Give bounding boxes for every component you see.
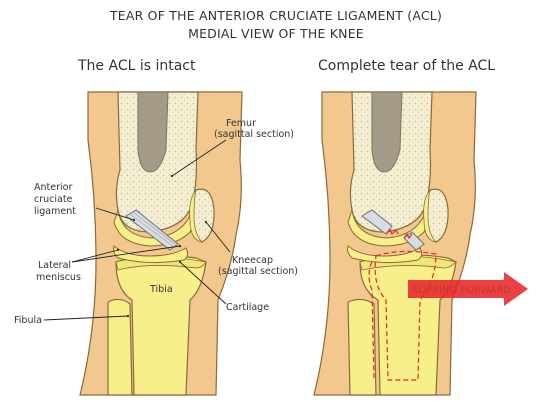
right-knee [313,91,477,396]
label-acl-2: cruciate [34,194,73,205]
right-acl-stump-upper [361,209,393,235]
label-meniscus-2: meniscus [36,272,81,283]
label-femur: Femur [226,118,256,129]
diagram-title-line-1: TEAR OF THE ANTERIOR CRUCIATE LIGAMENT (… [109,8,443,23]
left-kneecap-cartilage [189,189,204,243]
label-slipping-forward: SLIPPING FORWARD [412,285,511,296]
slipping-forward-arrow: SLIPPING FORWARD [408,272,528,306]
label-cartilage: Cartilage [226,302,269,313]
tear-mark-icon [385,228,413,240]
label-fibula: Fibula [14,315,42,326]
label-tibia: Tibia [149,284,173,295]
label-kneecap: Kneecap [232,255,273,266]
left-labels: Femur (sagittal section) Anterior crucia… [14,118,298,326]
label-kneecap-sub: (sagittal section) [218,266,298,277]
right-acl-stump-lower [403,231,425,251]
right-femur-marrow [371,91,403,173]
left-fibula [107,298,133,396]
label-meniscus-1: Lateral [38,260,71,271]
label-femur-sub: (sagittal section) [214,129,294,140]
right-kneecap-cartilage [423,189,438,243]
label-acl-3: ligament [34,206,76,217]
forward-arrow-icon [408,272,528,306]
left-panel-heading: The ACL is intact [78,58,196,74]
right-meniscus [347,245,423,264]
diagram-title-line-2: MEDIAL VIEW OF THE KNEE [188,26,364,41]
left-knee [79,91,243,396]
right-panel-heading: Complete tear of the ACL [318,58,496,74]
left-meniscus [113,245,189,264]
left-femur-marrow [137,91,169,173]
label-acl-1: Anterior [34,182,72,193]
left-leader-lines [43,139,231,321]
right-fibula [347,298,377,396]
original-fibula-outline [368,261,375,379]
